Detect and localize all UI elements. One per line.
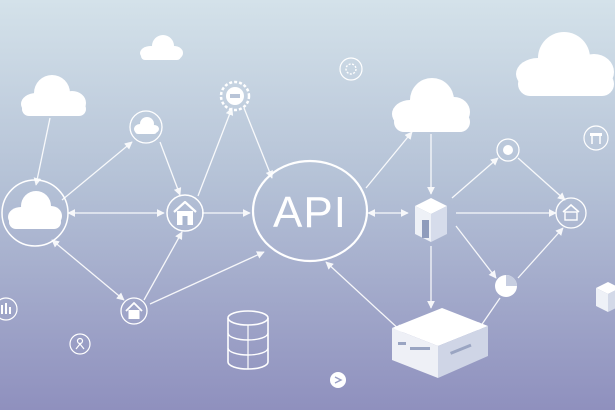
home-icon <box>166 194 204 232</box>
connector <box>61 141 133 201</box>
table-icon <box>583 125 609 151</box>
settings-icon <box>330 372 346 388</box>
api-label: API <box>273 188 347 237</box>
server-icon <box>415 198 447 242</box>
cloud-icon <box>129 110 163 144</box>
database-icon <box>227 310 269 370</box>
cloud-icon <box>21 75 86 116</box>
connector <box>451 157 499 199</box>
connector <box>517 157 566 201</box>
home-icon <box>120 297 148 325</box>
connection-lines <box>33 107 566 333</box>
connector <box>365 131 413 189</box>
connector <box>325 261 403 333</box>
connector <box>33 117 51 186</box>
connector <box>243 107 274 179</box>
connector <box>149 251 265 305</box>
connector <box>197 107 234 197</box>
gear-icon <box>219 80 251 112</box>
building-icon <box>596 282 615 312</box>
clouds <box>1 32 614 247</box>
cloud-icon <box>140 35 183 60</box>
connector <box>455 225 497 279</box>
home-icon <box>555 197 587 229</box>
cloud-icon <box>516 32 614 96</box>
connector <box>517 227 564 279</box>
bar-chart-icon <box>0 297 18 321</box>
cloud-icon <box>1 179 69 247</box>
api-hub: API <box>251 159 369 263</box>
person-icon <box>69 333 91 355</box>
connector <box>143 231 183 301</box>
server-icon <box>392 308 488 378</box>
network-icon <box>496 138 520 162</box>
target-icon <box>339 57 363 81</box>
connector <box>159 141 182 196</box>
connector <box>51 239 125 301</box>
cloud-icon <box>392 78 470 132</box>
api-hub-ring <box>251 159 369 263</box>
pie-chart-icon <box>495 275 517 297</box>
